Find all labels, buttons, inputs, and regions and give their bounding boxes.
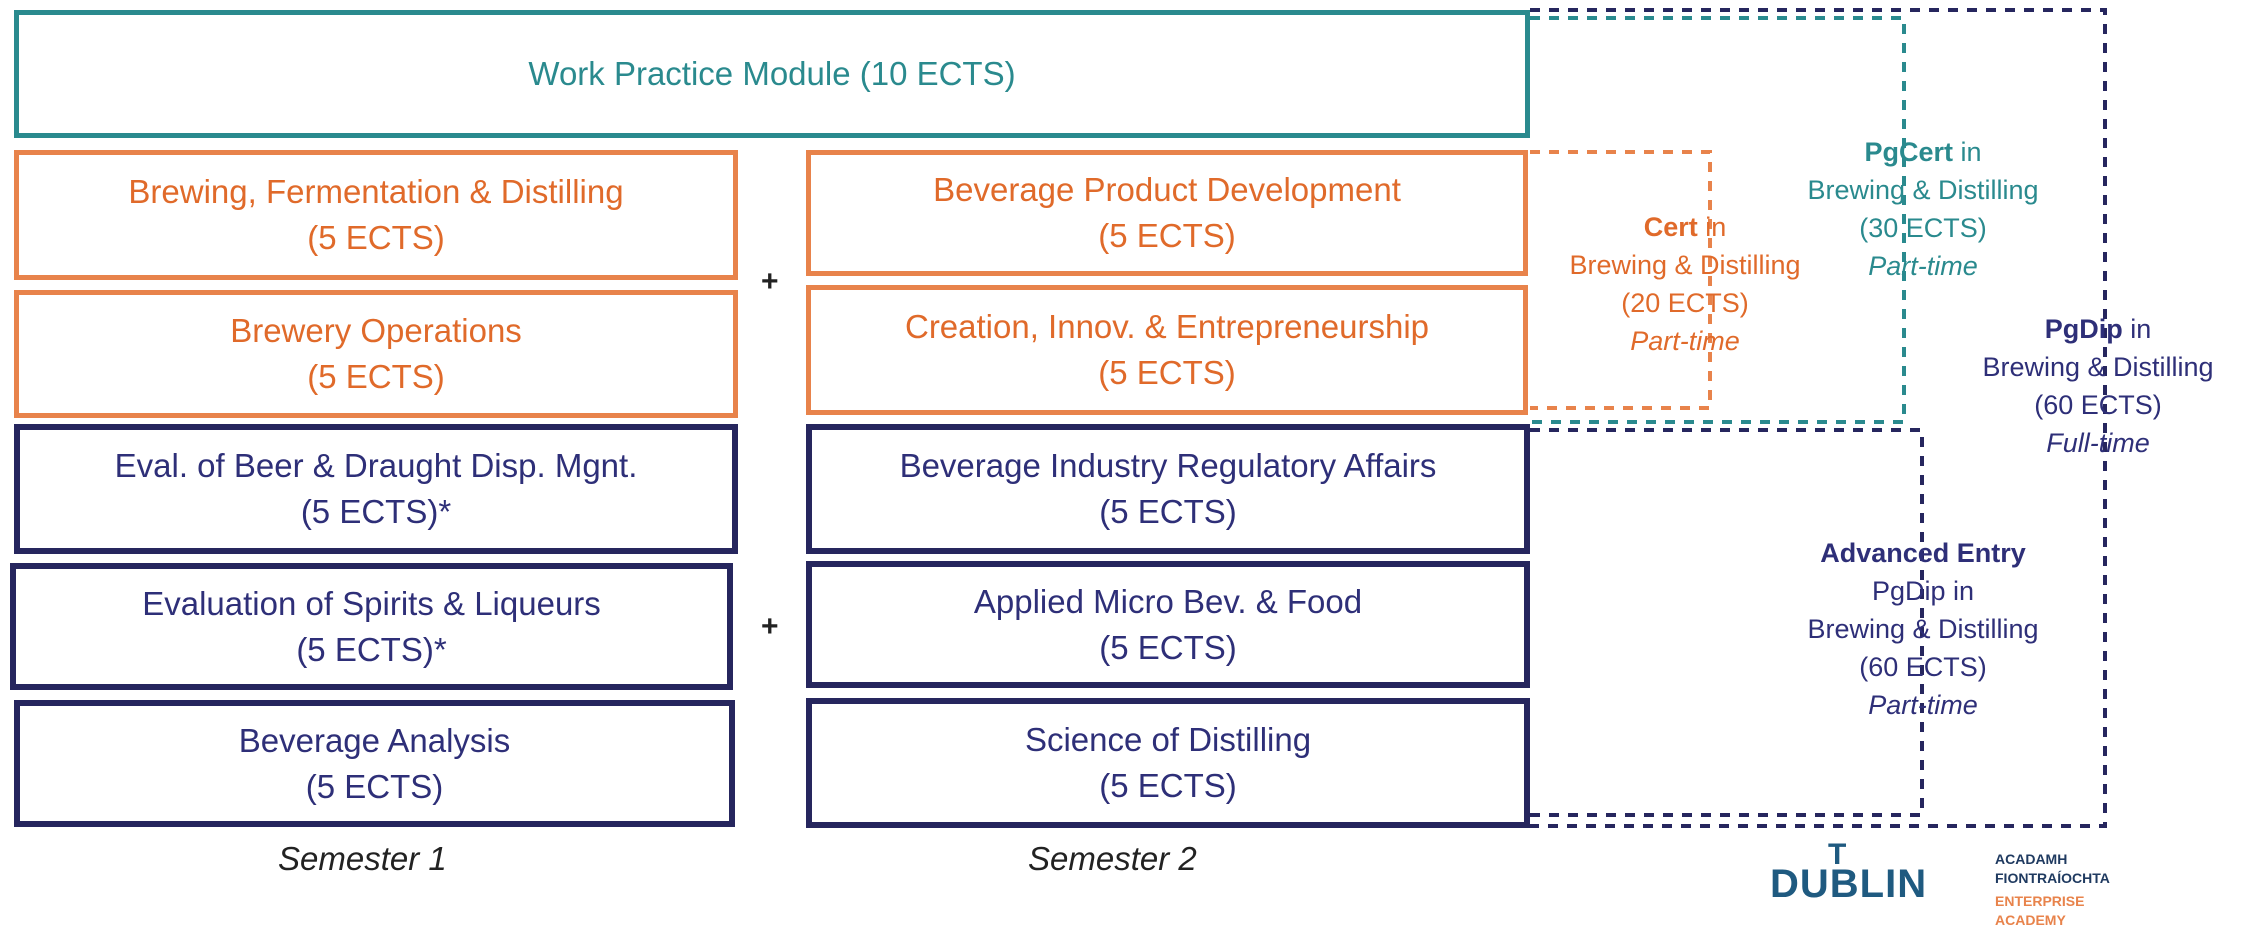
module-name: Beverage Industry Regulatory Affairs	[899, 447, 1437, 484]
module-beverage-product-dev: Beverage Product Development (5 ECTS)	[806, 150, 1528, 276]
module-eval-beer: Eval. of Beer & Draught Disp. Mgnt. (5 E…	[14, 424, 738, 554]
tu-dublin-logo: T DUBLIN	[1770, 838, 1928, 906]
module-credits: (5 ECTS)*	[300, 493, 452, 530]
award-title: PgCert	[1864, 137, 1953, 167]
module-name: Brewery Operations	[230, 312, 522, 349]
semester-2-label: Semester 2	[1028, 840, 1197, 877]
module-beverage-analysis: Beverage Analysis (5 ECTS)	[14, 700, 735, 827]
tu-dublin-mark: T	[1828, 838, 1847, 871]
module-name: Creation, Innov. & Entrepreneurship	[904, 308, 1430, 345]
module-name: Science of Distilling	[1024, 721, 1312, 758]
module-name: Applied Micro Bev. & Food	[973, 582, 1363, 620]
award-subject: Brewing & Distilling	[1807, 175, 2039, 205]
award-title-suffix: in	[2122, 314, 2152, 344]
award-mode: Part-time	[1868, 251, 1978, 281]
module-credits: (5 ECTS)	[1098, 217, 1236, 254]
module-eval-spirits: Evaluation of Spirits & Liqueurs (5 ECTS…	[10, 563, 733, 690]
award-subject: Brewing & Distilling	[1982, 352, 2214, 382]
award-title-suffix: in	[1952, 137, 1982, 167]
module-credits: (5 ECTS)	[1098, 354, 1236, 391]
pgcert-award-label: PgCert in Brewing & Distilling (30 ECTS)…	[1807, 133, 2038, 285]
advanced-boundary	[1530, 428, 1924, 817]
enterprise-line-3: ENTERPRISE	[1995, 893, 2085, 909]
enterprise-academy-logo: ACADAMH FIONTRAÍOCHTA ENTERPRISE ACADEMY	[1995, 850, 2110, 930]
award-title: PgDip	[2044, 314, 2123, 344]
award-credits: (60 ECTS)	[2034, 390, 2162, 420]
module-creation-innovation: Creation, Innov. & Entrepreneurship (5 E…	[806, 285, 1528, 415]
award-subject: Brewing & Distilling	[1807, 614, 2039, 644]
work-practice-label: Work Practice Module (10 ECTS)	[528, 55, 1016, 92]
award-credits: (60 ECTS)	[1859, 652, 1987, 682]
module-science-distilling: Science of Distilling (5 ECTS)	[806, 698, 1530, 828]
module-brewing-fermentation: Brewing, Fermentation & Distilling (5 EC…	[14, 150, 738, 280]
cert-boundary	[1530, 150, 1712, 410]
award-credits: (30 ECTS)	[1859, 213, 1987, 243]
pgdip-award-label: PgDip in Brewing & Distilling (60 ECTS) …	[1982, 310, 2213, 462]
module-credits: (5 ECTS)	[305, 767, 444, 805]
module-credits: (5 ECTS)	[1099, 493, 1237, 530]
plus-sign-upper: +	[761, 265, 779, 298]
advanced-entry-award-label: Advanced Entry PgDip in Brewing & Distil…	[1807, 534, 2038, 724]
award-mode: Part-time	[1868, 690, 1978, 720]
cert-award-label: Cert in Brewing & Distilling (20 ECTS) P…	[1569, 208, 1800, 360]
award-title-suffix: in	[1697, 212, 1727, 242]
pgdip-boundary	[1530, 8, 2107, 828]
module-name: Beverage Analysis	[238, 721, 511, 759]
award-mode: Full-time	[2046, 428, 2150, 458]
award-title: Advanced Entry	[1820, 538, 2026, 568]
module-name: Brewing, Fermentation & Distilling	[128, 173, 624, 210]
module-name: Evaluation of Spirits & Liqueurs	[142, 584, 601, 622]
enterprise-line-4: ACADEMY	[1995, 912, 2066, 928]
module-name: Beverage Product Development	[933, 171, 1401, 208]
module-credits: (5 ECTS)	[1099, 628, 1237, 666]
module-credits: (5 ECTS)	[307, 219, 445, 256]
award-line2: PgDip in	[1871, 576, 1975, 606]
tu-dublin-wordmark: DUBLIN	[1770, 862, 1928, 906]
module-credits: (5 ECTS)	[1099, 767, 1237, 804]
pgcert-boundary	[1530, 16, 1906, 424]
module-credits: (5 ECTS)	[307, 358, 445, 395]
module-regulatory-affairs: Beverage Industry Regulatory Affairs (5 …	[806, 424, 1530, 554]
award-title: Cert	[1643, 212, 1698, 242]
award-mode: Part-time	[1630, 326, 1740, 356]
award-subject: Brewing & Distilling	[1569, 250, 1801, 280]
module-name: Eval. of Beer & Draught Disp. Mgnt.	[114, 447, 638, 484]
semester-1-label: Semester 1	[278, 840, 447, 877]
module-applied-micro: Applied Micro Bev. & Food (5 ECTS)	[806, 561, 1530, 688]
enterprise-line-2: FIONTRAÍOCHTA	[1995, 870, 2110, 886]
module-credits: (5 ECTS)*	[296, 630, 447, 668]
plus-sign-lower: +	[761, 610, 779, 643]
work-practice-module: Work Practice Module (10 ECTS)	[14, 10, 1530, 138]
award-credits: (20 ECTS)	[1621, 288, 1749, 318]
module-brewery-operations: Brewery Operations (5 ECTS)	[14, 290, 738, 418]
enterprise-line-1: ACADAMH	[1995, 851, 2068, 867]
